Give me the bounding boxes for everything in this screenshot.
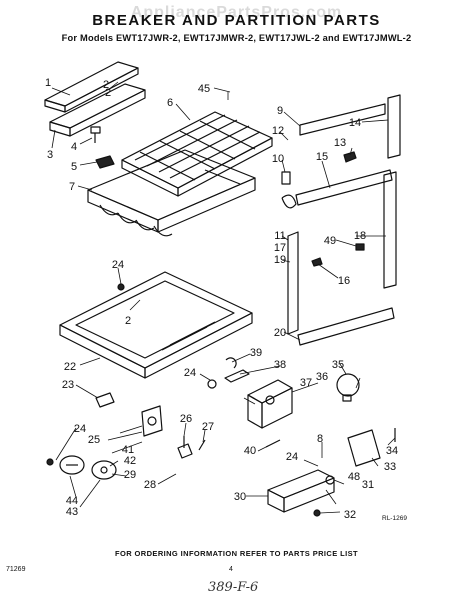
- pin-49: [355, 243, 365, 251]
- partition-base-7: [87, 149, 256, 237]
- callout-33: 33: [384, 461, 396, 473]
- dial-41: [59, 455, 85, 475]
- handwritten-annotation: 389-F-6: [208, 580, 259, 595]
- callout-36: 36: [316, 371, 328, 383]
- light-bulb-35: [336, 373, 360, 402]
- callout-2b: 2: [105, 87, 111, 99]
- callout-6: 6: [167, 97, 173, 109]
- callout-1: 1: [45, 77, 51, 89]
- breaker-tray-22: [59, 271, 253, 379]
- callout-15: 15: [316, 151, 328, 163]
- ordering-note: FOR ORDERING INFORMATION REFER TO PARTS …: [115, 549, 358, 558]
- callout-7: 7: [69, 181, 75, 193]
- callout-9: 9: [277, 105, 283, 117]
- light-housing-30: [267, 469, 335, 513]
- frame-strip-9: [299, 103, 386, 136]
- callout-39: 39: [250, 347, 262, 359]
- dial-42: [91, 460, 117, 480]
- callout-24c: 24: [286, 451, 298, 463]
- control-housing-37: [247, 379, 293, 429]
- spring-39: [225, 357, 237, 369]
- callout-27: 27: [202, 421, 214, 433]
- callout-11: 11: [274, 230, 285, 242]
- callout-40: 40: [244, 445, 256, 457]
- screw-16: [311, 257, 323, 267]
- callout-22: 22: [64, 361, 76, 373]
- callout-2: 2: [103, 79, 109, 91]
- screw-13: [343, 151, 357, 163]
- clip-23: [95, 392, 115, 408]
- clip-5: [95, 155, 115, 169]
- watermark-text: AppliancePartsPros.com: [130, 4, 343, 21]
- model-list: For Models EWT17JWR-2, EWT17JMWR-2, EWT1…: [61, 33, 412, 43]
- screw-32: [313, 509, 321, 517]
- thermostat-25: [141, 405, 163, 437]
- callout-19: 19: [274, 254, 286, 266]
- clip-11: [281, 194, 297, 209]
- callout-35: 35: [332, 359, 344, 371]
- callout-38: 38: [274, 359, 286, 371]
- callout-4: 4: [71, 141, 77, 153]
- frame-strip-20: [297, 307, 395, 346]
- callout-labels: 1 2 3 4 5 6 7 2 45 9 12 13 14 10 15 11 1…: [45, 77, 398, 521]
- bracket-38: [224, 369, 250, 383]
- frame-rail-18: [383, 171, 397, 289]
- callout-29: 29: [124, 469, 136, 481]
- callout-24d: 24: [74, 423, 86, 435]
- callout-23: 23: [62, 379, 74, 391]
- clip-10: [281, 171, 291, 185]
- page-number: 4: [229, 566, 233, 573]
- callout-49: 49: [324, 235, 336, 247]
- callout-24b: 24: [184, 367, 196, 379]
- callout-16: 16: [338, 275, 350, 287]
- callout-24a: 24: [112, 259, 124, 271]
- callout-34: 34: [386, 445, 398, 457]
- leader-lines: [51, 81, 396, 514]
- page-code: 71269: [6, 566, 26, 573]
- callout-41: 41: [122, 444, 134, 456]
- screw-40: [265, 439, 281, 448]
- diagram-title: BREAKER AND PARTITION PARTS: [92, 12, 381, 29]
- callout-2c: 2: [125, 315, 131, 327]
- partition-grille-6: [121, 111, 273, 197]
- screw-4: [90, 126, 101, 143]
- reference-code: RL-1269: [382, 515, 407, 522]
- callout-28: 28: [144, 479, 156, 491]
- callout-10: 10: [272, 153, 284, 165]
- callout-20: 20: [274, 327, 286, 339]
- callout-30: 30: [234, 491, 246, 503]
- callout-37: 37: [300, 377, 312, 389]
- callout-32: 32: [344, 509, 356, 521]
- callout-8: 8: [317, 433, 323, 445]
- capillary-26: [177, 436, 193, 459]
- breaker-strip-3: [49, 83, 146, 137]
- callout-48: 48: [348, 471, 360, 483]
- frame-rail-19: [287, 231, 299, 335]
- fastener-24-top: [117, 283, 125, 291]
- lens-33: [347, 429, 381, 467]
- screw-27: [198, 439, 206, 451]
- screw-24-left: [46, 458, 54, 466]
- callout-45: 45: [198, 83, 210, 95]
- callout-3: 3: [47, 149, 53, 161]
- callout-14: 14: [349, 117, 361, 129]
- callout-25: 25: [88, 434, 100, 446]
- callout-5: 5: [71, 161, 77, 173]
- callout-43: 43: [66, 506, 78, 518]
- callout-26: 26: [180, 413, 192, 425]
- callout-44: 44: [66, 495, 78, 507]
- callout-18: 18: [354, 230, 366, 242]
- callout-31: 31: [362, 479, 374, 491]
- callout-42: 42: [124, 455, 136, 467]
- callout-13: 13: [334, 137, 346, 149]
- callout-17: 17: [274, 242, 286, 254]
- callout-12: 12: [272, 125, 284, 137]
- frame-strip-15: [295, 169, 393, 206]
- frame-rail-14: [387, 94, 401, 159]
- knob-24: [207, 379, 217, 389]
- breaker-strip-1: [44, 61, 139, 113]
